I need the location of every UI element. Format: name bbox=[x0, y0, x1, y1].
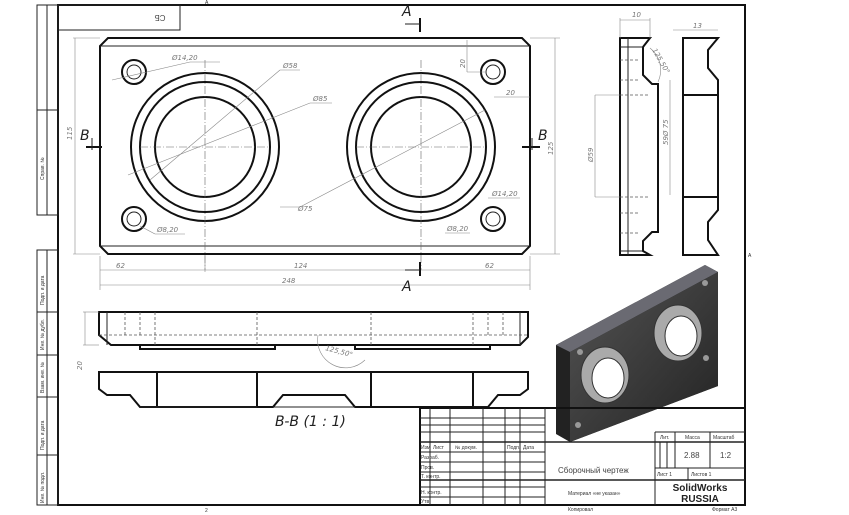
section-title: B-B (1 : 1) bbox=[275, 414, 346, 430]
svg-text:Ø8,20: Ø8,20 bbox=[446, 225, 469, 233]
doc-type: Сборочный чертеж bbox=[558, 466, 629, 475]
svg-text:Подп. и дата: Подп. и дата bbox=[40, 420, 46, 450]
svg-text:62: 62 bbox=[116, 262, 125, 270]
svg-text:59Ø 75: 59Ø 75 bbox=[662, 119, 670, 145]
isometric-view bbox=[556, 265, 718, 442]
plan-dimensions: Ø14,20 Ø58 Ø85 Ø75 Ø8,20 Ø8,20 Ø14,20 11… bbox=[66, 54, 555, 285]
svg-text:Подп. и дата: Подп. и дата bbox=[40, 275, 46, 305]
svg-text:RUSSIA: RUSSIA bbox=[681, 494, 719, 505]
bore-right bbox=[346, 60, 496, 270]
svg-text:Инв. № дубл.: Инв. № дубл. bbox=[40, 319, 46, 350]
zone-right: A bbox=[748, 253, 752, 259]
svg-text:Ø14,20: Ø14,20 bbox=[171, 54, 198, 62]
mass-value: 2.88 bbox=[684, 451, 700, 460]
svg-text:Лист 1: Лист 1 bbox=[657, 472, 672, 478]
svg-text:10: 10 bbox=[632, 11, 641, 19]
svg-text:125: 125 bbox=[547, 141, 555, 155]
bore-left bbox=[130, 60, 280, 270]
svg-text:Формат А3: Формат А3 bbox=[712, 507, 737, 513]
zone-bottom: 2 bbox=[205, 508, 208, 514]
section-mark-a-top: A bbox=[401, 4, 412, 20]
zone-top: A bbox=[205, 0, 209, 6]
svg-text:Разраб.: Разраб. bbox=[421, 455, 439, 461]
svg-text:Копировал: Копировал bbox=[568, 507, 593, 513]
svg-text:13: 13 bbox=[693, 22, 702, 30]
scale-value: 1:2 bbox=[720, 451, 732, 460]
svg-text:Масса: Масса bbox=[685, 435, 700, 441]
front-thickness: 20 bbox=[76, 361, 84, 370]
section-mark-b-left: B bbox=[80, 128, 90, 144]
svg-text:Масштаб: Масштаб bbox=[713, 435, 735, 441]
svg-text:Ø85: Ø85 bbox=[312, 95, 328, 103]
section-mark-a-bottom: A bbox=[401, 279, 412, 295]
svg-text:Ø58: Ø58 bbox=[282, 62, 298, 70]
side-dimensions: 10 13 125,50° Ø59 59Ø 75 bbox=[587, 11, 702, 163]
title-block-text: Изм Лист № докум. Подп. Дата Разраб. Про… bbox=[421, 435, 737, 513]
side-strip: Справ. № Подп. и дата Инв. № дубл. Взам.… bbox=[40, 157, 46, 503]
section-bb bbox=[98, 371, 529, 408]
side-view bbox=[594, 18, 721, 256]
svg-text:Ø75: Ø75 bbox=[297, 205, 313, 213]
sheet-frame bbox=[36, 4, 746, 506]
svg-text:Н. контр.: Н. контр. bbox=[421, 490, 442, 496]
svg-text:62: 62 bbox=[485, 262, 494, 270]
svg-text:Ø14,20: Ø14,20 bbox=[491, 190, 518, 198]
svg-text:SolidWorks: SolidWorks bbox=[673, 483, 728, 494]
svg-text:248: 248 bbox=[282, 277, 296, 285]
svg-text:20: 20 bbox=[459, 59, 467, 68]
material: Материал «не указан» bbox=[568, 491, 621, 497]
svg-text:Справ. №: Справ. № bbox=[40, 157, 46, 180]
svg-text:Листов 1: Листов 1 bbox=[691, 472, 712, 478]
front-angle: 125,50° bbox=[324, 344, 353, 359]
svg-text:№ докум.: № докум. bbox=[455, 445, 477, 451]
section-mark-b-right: B bbox=[538, 128, 548, 144]
svg-text:115: 115 bbox=[66, 126, 74, 140]
svg-text:124: 124 bbox=[294, 262, 307, 270]
svg-text:Подп.: Подп. bbox=[507, 445, 520, 451]
svg-text:Т. контр.: Т. контр. bbox=[421, 474, 441, 480]
svg-text:Взам. инв. №: Взам. инв. № bbox=[40, 362, 46, 393]
front-view: 20 125,50° bbox=[76, 311, 529, 370]
svg-text:Пров.: Пров. bbox=[421, 465, 434, 471]
corner-code: СБ bbox=[154, 13, 165, 22]
svg-text:Изм: Изм bbox=[421, 445, 431, 451]
svg-text:20: 20 bbox=[506, 89, 515, 97]
plan-view bbox=[73, 18, 560, 290]
svg-text:Дата: Дата bbox=[523, 445, 534, 451]
svg-text:Утв.: Утв. bbox=[421, 499, 431, 505]
svg-text:Лист: Лист bbox=[433, 445, 445, 451]
svg-text:Лит.: Лит. bbox=[660, 435, 669, 441]
mount-holes bbox=[121, 59, 506, 232]
svg-text:Ø8,20: Ø8,20 bbox=[156, 226, 179, 234]
svg-text:Инв. № подл.: Инв. № подл. bbox=[40, 472, 46, 503]
title-block bbox=[419, 407, 746, 506]
svg-text:Ø59: Ø59 bbox=[587, 147, 595, 163]
